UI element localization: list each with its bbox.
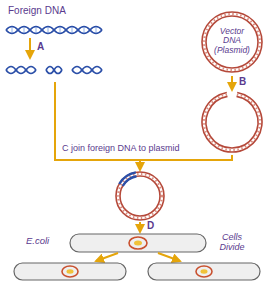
cell-plasmid-core xyxy=(134,241,142,246)
plasmid-strand xyxy=(206,96,258,148)
fragment-strand xyxy=(72,67,102,74)
cell-plasmid xyxy=(129,237,147,249)
organism-label: E.coli xyxy=(26,236,49,246)
step-arrow xyxy=(139,160,141,170)
plasmid-rungs xyxy=(118,174,162,218)
fragment-strand xyxy=(46,67,62,74)
recombinant-plasmid xyxy=(116,172,164,220)
plasmid-strand xyxy=(120,176,160,216)
helix-strand xyxy=(6,27,102,34)
cell-plasmid-core xyxy=(201,269,208,273)
bacterium-cell xyxy=(148,263,260,280)
fragment-strand xyxy=(46,67,62,74)
step-letter: A xyxy=(37,41,44,52)
figure-label: Foreign DNA xyxy=(8,5,66,16)
fragment-strand xyxy=(6,67,36,74)
dna-fragments xyxy=(6,67,102,74)
step-letter: D xyxy=(147,220,154,231)
step-arrow xyxy=(139,222,141,232)
plasmid-strand xyxy=(206,16,258,68)
helix-strand xyxy=(6,27,102,34)
opened-plasmid xyxy=(202,93,262,153)
division-arrow xyxy=(96,253,118,261)
join-bracket xyxy=(55,82,232,160)
bacterium-cell xyxy=(14,263,126,280)
step-arrow xyxy=(231,76,233,90)
plasmid-strand xyxy=(202,12,262,72)
plasmid-rungs xyxy=(204,14,260,70)
plasmid-strand xyxy=(202,93,262,153)
fragment-strand xyxy=(6,67,36,74)
step-letter: B xyxy=(239,76,246,87)
cell-plasmid xyxy=(196,266,212,277)
bacterium-cell xyxy=(70,234,206,252)
foreign-dna-helix xyxy=(6,27,102,34)
cell-plasmid xyxy=(62,266,78,277)
plasmid-rungs xyxy=(204,94,260,150)
plasmid-ring xyxy=(202,12,262,72)
inserted-dna xyxy=(123,176,137,186)
fragment-strand xyxy=(72,67,102,74)
step-caption: C join foreign DNA to plasmid xyxy=(62,144,180,154)
step-caption: Cells Divide xyxy=(212,233,252,253)
plasmid-strand xyxy=(116,172,164,220)
division-arrow xyxy=(158,253,180,261)
step-arrow xyxy=(29,38,31,58)
plasmid-label: Vector DNA (Plasmid) xyxy=(211,27,253,55)
cell-plasmid-core xyxy=(67,269,74,273)
